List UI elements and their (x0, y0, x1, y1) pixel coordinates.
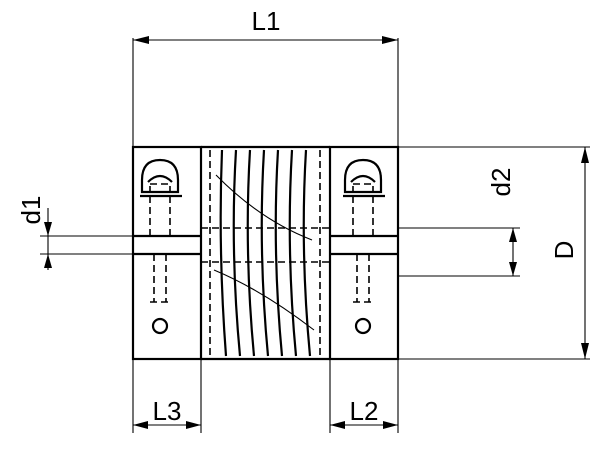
dimension-d2: d2 (398, 168, 520, 277)
dimension-l1: L1 (132, 6, 399, 146)
left-clamp-screw (140, 158, 182, 335)
dimension-od: D (398, 146, 590, 360)
dimension-d1: d1 (16, 196, 133, 270)
dimension-l2: L2 (329, 359, 399, 433)
helical-section (201, 145, 330, 361)
right-clamp-screw (343, 158, 385, 335)
label-d2: d2 (486, 168, 516, 197)
label-od: D (549, 241, 579, 260)
dimension-l3: L3 (132, 359, 202, 433)
left-hub (131, 145, 203, 361)
label-l2: L2 (350, 396, 379, 426)
label-l3: L3 (153, 396, 182, 426)
label-d1: d1 (16, 196, 46, 225)
helix-coils (213, 149, 315, 357)
label-l1: L1 (252, 6, 281, 36)
right-hub (328, 145, 400, 361)
